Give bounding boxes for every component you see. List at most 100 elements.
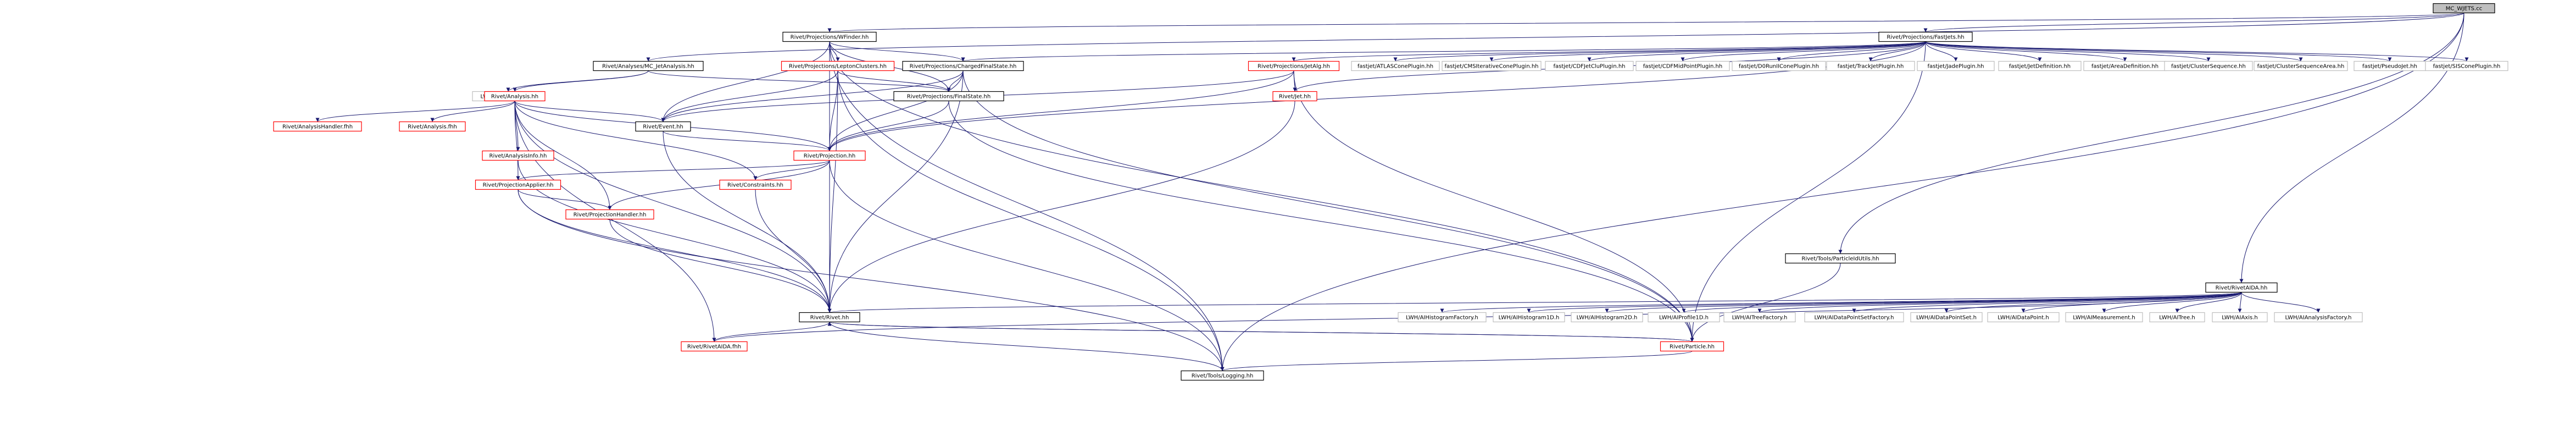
node-analysisinfo[interactable]: Rivet/AnalysisInfo.hh: [482, 150, 554, 161]
node-box: [2433, 3, 2495, 14]
node-label: LWH/AIAnalysisFactory.h: [2285, 315, 2351, 321]
node-analysisfhh[interactable]: Rivet/Analysis.fhh: [399, 121, 466, 132]
node-label: fastjet/CMSIterativeConePlugin.hh: [1444, 64, 1538, 70]
node-projhandler[interactable]: Rivet/ProjectionHandler.hh: [565, 209, 654, 220]
edge-analysis-to-event: [514, 101, 665, 122]
edge-jet-to-rivet: [827, 101, 1295, 313]
node-box: [2065, 312, 2143, 323]
edge-lepton-to-rivet: [827, 70, 838, 313]
edge-rivet-to-rivetaida-fhh: [712, 322, 830, 342]
node-lwh-dps: LWH/AIDataPointSet.h: [1910, 312, 1983, 323]
edge-projection-to-logging: [829, 160, 1225, 371]
node-logging[interactable]: Rivet/Tools/Logging.hh: [1181, 370, 1264, 381]
node-finalstate[interactable]: Rivet/Projections/FinalState.hh: [893, 91, 1004, 102]
edge-root-to-rivetaida: [2239, 13, 2464, 283]
node-label: Rivet/Event.hh: [643, 124, 683, 130]
node-wfinder[interactable]: Rivet/Projections/WFinder.hh: [782, 31, 877, 42]
edge-wfinder-to-particle: [829, 41, 1694, 342]
node-label: LWH/AIHistogram2D.h: [1577, 315, 1638, 321]
edge-lepton-to-projection: [827, 70, 838, 151]
node-mcjet[interactable]: Rivet/Analyses/MC_JetAnalysis.hh: [593, 60, 704, 71]
node-box: [2149, 312, 2205, 323]
edge-root-to-logging: [1220, 13, 2464, 371]
node-projapplier[interactable]: Rivet/ProjectionApplier.hh: [475, 179, 561, 190]
node-label: LWH/AITree.h: [2159, 315, 2195, 321]
edge-fastjets-to-fj-jade: [1925, 41, 1958, 62]
edge-fastjets-to-fj-pseudo: [1925, 41, 2392, 62]
node-label: Rivet/Analysis.hh: [491, 94, 538, 100]
edge-layer: [315, 13, 2469, 371]
node-box: [2254, 60, 2348, 71]
node-label: Rivet/Projection.hh: [804, 153, 855, 159]
node-label: fastjet/ATLASConePlugin.hh: [1357, 64, 1433, 70]
node-box: [635, 121, 691, 132]
edge-rivetaida-to-lwh-axis: [2238, 292, 2242, 313]
node-label: Rivet/Projections/FinalState.hh: [907, 94, 991, 100]
node-fj-csa: fastjet/ClusterSequenceArea.hh: [2254, 60, 2348, 71]
node-label: MC_WJETS.cc: [2446, 6, 2482, 12]
edge-chargedfs-to-rivet: [827, 70, 964, 313]
node-label: Rivet/Rivet.hh: [810, 315, 849, 321]
node-rivet[interactable]: Rivet/Rivet.hh: [799, 312, 860, 323]
node-event[interactable]: Rivet/Event.hh: [635, 121, 691, 132]
edge-event-to-projection: [663, 131, 832, 151]
node-jet[interactable]: Rivet/Jet.hh: [1272, 91, 1317, 102]
node-rivetaida[interactable]: Rivet/RivetAIDA.hh: [2205, 282, 2278, 293]
node-fj-cms: fastjet/CMSIterativeConePlugin.hh: [1442, 60, 1542, 71]
edge-root-to-fastjets: [1923, 13, 2464, 32]
edge-fastjets-to-fj-d0: [1777, 41, 1926, 62]
node-box: [2274, 312, 2363, 323]
node-jetalg[interactable]: Rivet/Projections/JetAlg.hh: [1248, 60, 1340, 71]
node-rivetaida-fhh[interactable]: Rivet/RivetAIDA.fhh: [681, 341, 748, 352]
node-label: fastjet/JetDefinition.hh: [2009, 64, 2071, 70]
node-box: [1635, 60, 1730, 71]
node-label: LWH/AIDataPoint.h: [1998, 315, 2049, 321]
node-box: [1442, 60, 1542, 71]
node-box: [1998, 60, 2082, 71]
edge-root-to-particleidutils: [1838, 13, 2464, 254]
edge-analysis-to-projapplier: [514, 101, 520, 180]
edge-chargedfs-to-particle: [962, 70, 1694, 342]
edge-fastjets-to-fj-cs: [1925, 41, 2211, 62]
node-box: [482, 150, 554, 161]
node-box: [1545, 60, 1634, 71]
node-label: fastjet/ClusterSequence.hh: [2171, 64, 2246, 70]
node-box: [893, 91, 1004, 102]
edge-finalstate-to-particle: [948, 101, 1694, 342]
edge-lepton-to-finalstate: [837, 70, 951, 92]
node-label: LWH/AIHistogram1D.h: [1499, 315, 1560, 321]
node-label: fastjet/ClusterSequenceArea.hh: [2257, 64, 2345, 70]
node-particleidutils[interactable]: Rivet/Tools/ParticleIdUtils.hh: [1785, 253, 1896, 264]
node-box: [902, 60, 1024, 71]
node-label: fastjet/AreaDefinition.hh: [2091, 64, 2158, 70]
node-projection[interactable]: Rivet/Projection.hh: [793, 150, 866, 161]
node-label: LWH/AIDataPointSetFactory.h: [1815, 315, 1894, 321]
edge-root-to-wfinder: [828, 13, 2464, 32]
node-label: Rivet/Analyses/MC_JetAnalysis.hh: [602, 64, 694, 70]
node-box: [719, 179, 792, 190]
node-particle[interactable]: Rivet/Particle.hh: [1660, 341, 1724, 352]
node-label: LWH/AIDataPointSet.h: [1916, 315, 1977, 321]
node-analysis[interactable]: Rivet/Analysis.hh: [484, 91, 546, 102]
edge-fastjets-to-chargedfs: [961, 41, 1926, 62]
node-analysishandler[interactable]: Rivet/AnalysisHandler.fhh: [273, 121, 362, 132]
node-label: Rivet/ProjectionHandler.hh: [574, 212, 647, 218]
node-label: fastjet/TrackJetPlugin.hh: [1838, 64, 1904, 70]
node-constraints[interactable]: Rivet/Constraints.hh: [719, 179, 792, 190]
edge-fastjets-to-particle: [1690, 41, 1926, 342]
node-box: [1648, 312, 1720, 323]
node-lepton[interactable]: Rivet/Projections/LeptonClusters.hh: [781, 60, 895, 71]
node-box: [1398, 312, 1487, 323]
node-box: [781, 60, 895, 71]
node-box: [799, 312, 860, 323]
edge-projapplier-to-projhandler: [518, 189, 612, 210]
node-lwh-h2d: LWH/AIHistogram2D.h: [1571, 312, 1643, 323]
node-label: Rivet/Constraints.hh: [727, 183, 783, 189]
node-label: fastjet/CDFMidPointPlugin.hh: [1643, 64, 1722, 70]
edge-jetalg-to-projection: [827, 70, 1294, 151]
node-fj-jetdef: fastjet/JetDefinition.hh: [1998, 60, 2082, 71]
edge-mcjet-to-analysis: [513, 70, 649, 92]
node-chargedfs[interactable]: Rivet/Projections/ChargedFinalState.hh: [902, 60, 1024, 71]
node-root[interactable]: MC_WJETS.cc: [2433, 3, 2495, 14]
node-fastjets[interactable]: Rivet/Projections/FastJets.hh: [1878, 31, 1973, 42]
